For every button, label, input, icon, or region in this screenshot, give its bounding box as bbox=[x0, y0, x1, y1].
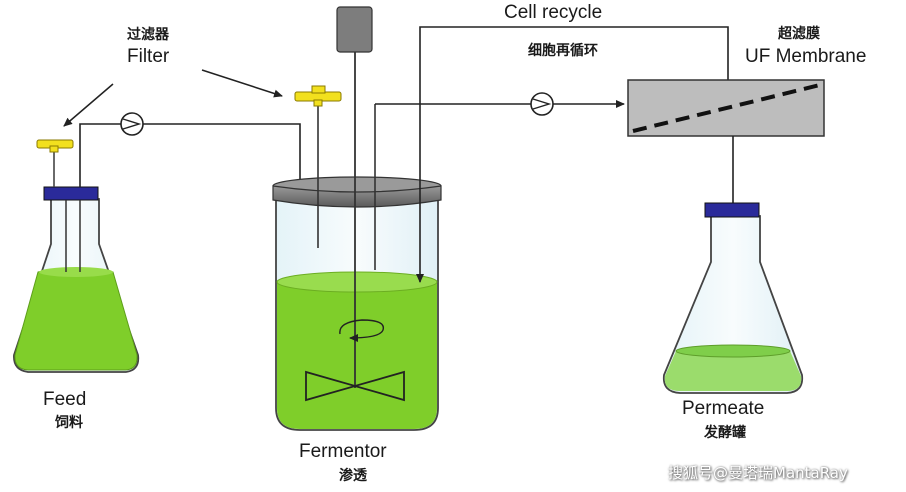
cell-recycle-label-cn: 细胞再循环 bbox=[528, 43, 598, 59]
feed-pump-icon bbox=[120, 112, 144, 136]
filter-label-cn: 过滤器 bbox=[127, 27, 169, 43]
feed-label-cn: 饲料 bbox=[55, 415, 83, 431]
feed-liquid bbox=[14, 267, 138, 371]
cell-recycle-line bbox=[419, 26, 729, 104]
filter-label: Filter bbox=[127, 46, 170, 67]
permeate-label: Permeate bbox=[682, 398, 765, 419]
rotation-arrow-icon bbox=[339, 319, 385, 342]
feed-filter-icon bbox=[36, 139, 74, 187]
permeate-label-cn: 发酵罐 bbox=[704, 425, 746, 441]
filter-arrow-feed bbox=[63, 83, 114, 127]
fermentor-label-cn: 渗透 bbox=[339, 468, 367, 484]
uf-membrane-module bbox=[627, 79, 825, 137]
fermentor-lid bbox=[272, 185, 442, 208]
cell-recycle-label: Cell recycle bbox=[504, 2, 603, 23]
membrane-pump-icon bbox=[530, 92, 554, 116]
permeate-flask bbox=[662, 202, 804, 394]
fermentor-filter-icon bbox=[294, 85, 342, 107]
membrane-line bbox=[632, 83, 821, 133]
permeate-liquid bbox=[664, 348, 802, 391]
feed-flask-cap bbox=[43, 186, 99, 201]
feed-liquid-surface bbox=[39, 267, 113, 277]
feed-flask bbox=[13, 186, 140, 373]
impeller-icon bbox=[305, 370, 405, 402]
fermentor-internals bbox=[305, 50, 424, 402]
feed-line bbox=[79, 123, 304, 283]
watermark-text: 搜狐号@曼塔瑞MantaRay bbox=[668, 464, 848, 482]
feed-label: Feed bbox=[43, 389, 87, 410]
uf-membrane-label: UF Membrane bbox=[745, 46, 867, 67]
filter-arrow-fermentor bbox=[201, 69, 283, 98]
uf-membrane-label-cn: 超滤膜 bbox=[778, 26, 820, 42]
permeate-liquid-surface bbox=[675, 344, 791, 358]
permeate-flask-cap bbox=[704, 202, 760, 218]
fermentor-liquid-surface bbox=[276, 271, 438, 293]
fermentor-vessel bbox=[272, 176, 442, 431]
motor-icon bbox=[336, 6, 373, 53]
fermentor-liquid bbox=[277, 282, 437, 429]
fermentor-label: Fermentor bbox=[299, 441, 387, 462]
